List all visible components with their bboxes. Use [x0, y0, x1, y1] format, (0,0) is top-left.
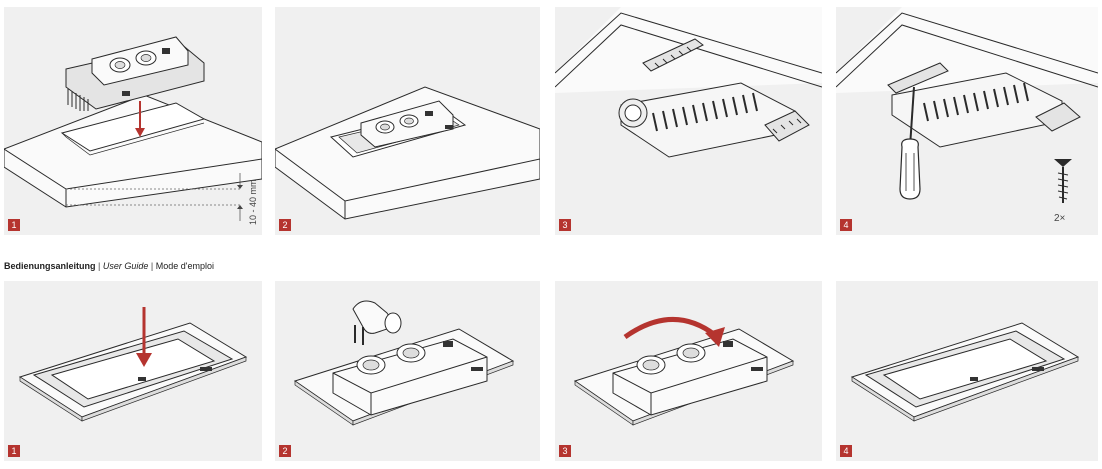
usage-step-panel-3: 3	[555, 281, 822, 461]
install-illustration-4	[836, 7, 1098, 203]
install-step-panel-2: 2	[275, 7, 540, 235]
install-step-panel-3: 3	[555, 7, 822, 235]
step-badge: 3	[559, 219, 571, 231]
install-step-panel-4: 2× 4	[836, 7, 1098, 235]
step-badge: 1	[8, 445, 20, 457]
install-step-panel-1: 10 - 40 mm 1	[4, 7, 262, 235]
heading-german: Bedienungsanleitung	[4, 261, 96, 271]
heading-french: Mode d'emploi	[155, 261, 214, 271]
usage-illustration-2	[293, 300, 515, 426]
guide-heading: Bedienungsanleitung | User Guide | Mode …	[4, 261, 214, 271]
install-illustration-1	[4, 36, 262, 221]
screw-count-label: 2×	[1054, 213, 1066, 224]
step-badge: 3	[559, 445, 571, 457]
usage-step-panel-2: 2	[275, 281, 540, 461]
usage-step-panel-4: 4	[836, 281, 1098, 461]
install-illustration-3	[555, 7, 822, 158]
usage-step-panel-1: 1	[4, 281, 262, 461]
heading-separator: |	[148, 261, 156, 271]
heading-separator: |	[95, 261, 103, 271]
step-badge: 2	[279, 219, 291, 231]
thickness-label: 10 - 40 mm	[248, 179, 258, 225]
install-illustration-2	[275, 86, 540, 220]
step-badge: 4	[840, 445, 852, 457]
step-badge: 1	[8, 219, 20, 231]
step-badge: 4	[840, 219, 852, 231]
heading-english: User Guide	[102, 261, 149, 271]
usage-illustration-4	[850, 322, 1080, 422]
usage-illustration-3	[573, 317, 795, 426]
step-badge: 2	[279, 445, 291, 457]
usage-illustration-1	[18, 307, 248, 422]
